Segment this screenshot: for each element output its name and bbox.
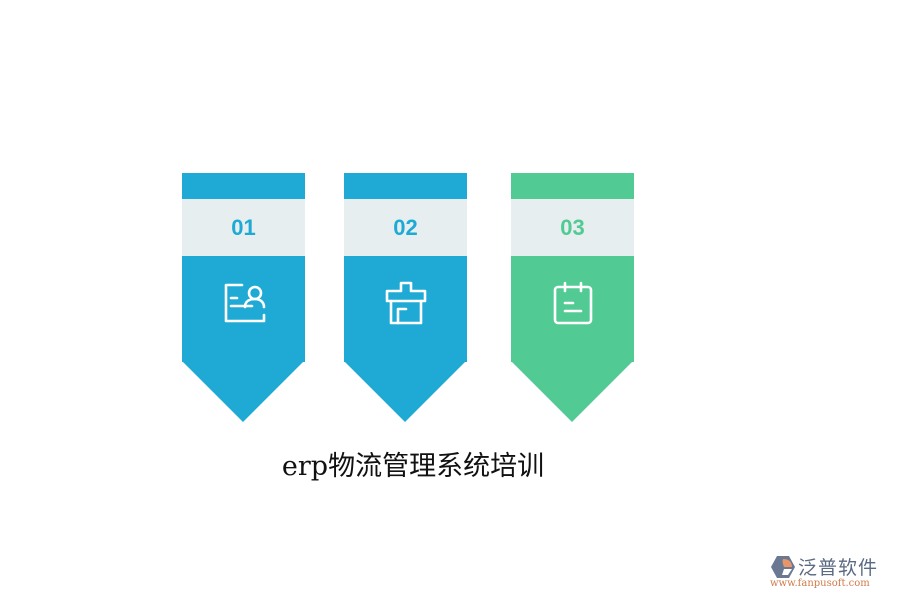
calendar-notes-icon <box>553 281 592 325</box>
user-document-icon <box>224 283 265 323</box>
card-arrow <box>511 361 633 422</box>
card-arrow <box>344 361 466 422</box>
step-card-02: 02 <box>344 173 467 423</box>
brand-logo: 泛普软件 www.fanpusoft.com <box>770 553 878 589</box>
card-top-bar <box>182 173 305 199</box>
package-icon <box>385 281 426 325</box>
step-card-01: 01 <box>182 173 305 423</box>
card-top-bar <box>344 173 467 199</box>
step-number: 03 <box>511 199 634 256</box>
card-body <box>511 256 634 362</box>
page-title: erp物流管理系统培训 <box>281 451 545 482</box>
card-top-bar <box>511 173 634 199</box>
fanpu-logo-icon <box>771 555 795 578</box>
step-number: 02 <box>344 199 467 256</box>
step-number: 01 <box>182 199 305 256</box>
brand-url: www.fanpusoft.com <box>770 578 870 589</box>
card-body <box>182 256 305 362</box>
step-card-03: 03 <box>511 173 634 423</box>
brand-name: 泛普软件 <box>798 557 879 579</box>
card-arrow <box>182 361 304 422</box>
